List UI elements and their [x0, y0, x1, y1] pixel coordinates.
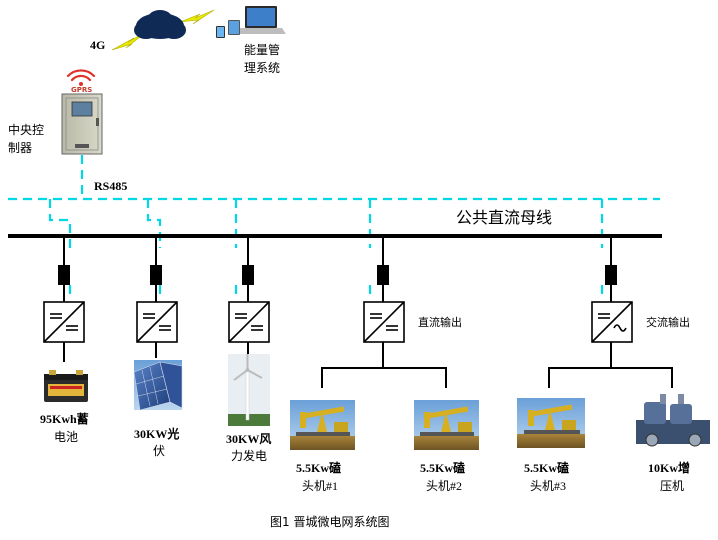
ac-output-label: 交流输出 — [646, 316, 690, 329]
fuse-wind — [242, 265, 254, 285]
converter-dc-output — [363, 301, 405, 343]
fuse-dc-output — [377, 265, 389, 285]
converter-wind — [228, 301, 270, 343]
comm-link-battery — [48, 199, 72, 250]
pumpjack-image-1 — [290, 400, 355, 450]
wind-label-line2: 力发电 — [231, 449, 268, 463]
wifi-icon — [66, 69, 96, 86]
converter-battery — [43, 301, 85, 343]
battery-image — [44, 370, 88, 402]
fuse-pv — [150, 265, 162, 285]
battery-label-line1: 95Kwh蓄 — [40, 412, 89, 426]
gprs-label: GPRS — [71, 86, 93, 94]
figure-caption: 图1 晋城微电网系统图 — [270, 515, 390, 529]
wind-label-line1: 30KW风 — [226, 432, 272, 446]
compressor-image — [636, 394, 710, 447]
output-lines — [63, 342, 673, 388]
fuse-ac-output — [605, 265, 617, 285]
comm-link-pv — [146, 199, 162, 248]
controller-label-line2: 制器 — [8, 141, 33, 155]
pumpjack-image-2 — [414, 400, 479, 450]
cloud-icon — [134, 10, 186, 39]
ems-label-line1: 能量管 — [244, 43, 281, 57]
compressor-label-line2: 压机 — [660, 479, 685, 493]
dc-output-label: 直流输出 — [418, 316, 462, 329]
compressor-label-line1: 10Kw增 — [648, 461, 691, 475]
fuses — [58, 265, 617, 285]
pumpjack-image-3 — [517, 398, 585, 448]
wind-turbine-image — [228, 354, 270, 426]
battery-label-line2: 电池 — [54, 430, 79, 444]
pump1-label-line2: 头机#1 — [302, 479, 339, 493]
converter-pv — [136, 301, 178, 343]
communication-network — [8, 155, 660, 300]
pump3-label-line2: 头机#3 — [530, 479, 567, 493]
solar-panel-image — [133, 360, 183, 411]
rs485-label: RS485 — [94, 179, 128, 193]
converter-ac-output — [591, 301, 633, 343]
pump2-label-line2: 头机#2 — [426, 479, 463, 493]
network-4g-label: 4G — [90, 38, 106, 52]
fuse-battery — [58, 265, 70, 285]
controller-label-line1: 中央控 — [8, 123, 45, 137]
laptop-icon — [216, 6, 286, 38]
pump1-label-line1: 5.5Kw磕 — [296, 461, 342, 475]
dc-bus-label: 公共直流母线 — [456, 208, 553, 227]
ems-label-line2: 理系统 — [244, 61, 281, 75]
central-controller-cabinet — [61, 93, 103, 155]
lightning-bolt-icon-2 — [179, 9, 215, 25]
pump3-label-line1: 5.5Kw磕 — [524, 461, 570, 475]
branch-drops — [63, 236, 612, 302]
pv-label-line2: 伏 — [153, 444, 166, 458]
pump2-label-line1: 5.5Kw磕 — [420, 461, 466, 475]
pv-label-line1: 30KW光 — [134, 427, 180, 441]
